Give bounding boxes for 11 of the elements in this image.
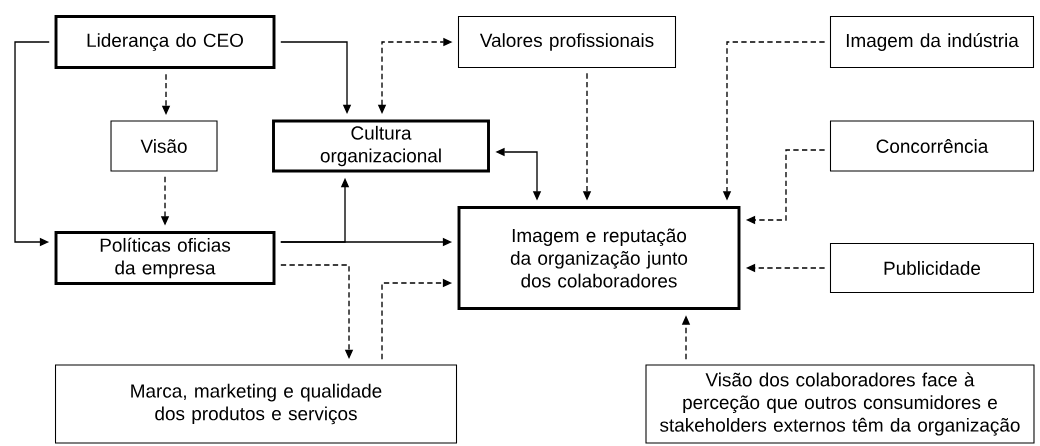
process-box: Visão — [110, 120, 218, 172]
process-box: Visão dos colaboradores face à perceção que outros consumidores e stakeholders externos têm da organização — [645, 364, 1035, 444]
process-box: Imagem da indústria — [829, 15, 1035, 69]
process-box: Marca, marketing e qualidade dos produtos e serviços — [54, 364, 458, 444]
process-box: Políticas oficias da empresa — [54, 231, 276, 285]
process-box: Cultura organizacional — [272, 119, 490, 173]
process-box: Imagem e reputação da organização junto dos colaboradores — [457, 206, 741, 310]
process-box: Publicidade — [829, 242, 1035, 294]
process-box: Concorrência — [829, 120, 1035, 172]
process-box: Liderança do CEO — [54, 15, 276, 69]
process-box: Valores profissionais — [457, 15, 677, 69]
